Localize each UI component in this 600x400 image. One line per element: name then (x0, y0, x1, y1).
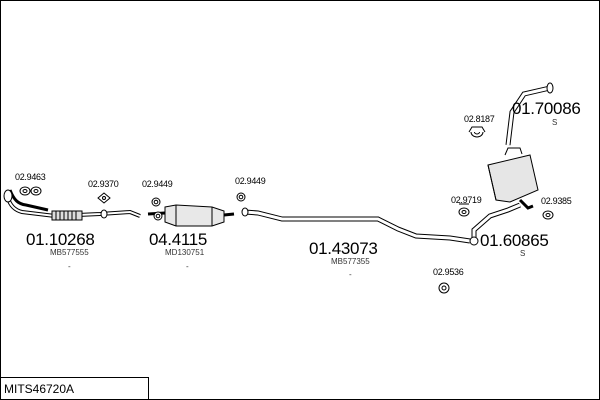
part-dash-front-pipe: - (68, 262, 71, 271)
accessory-02-9719-drawing (458, 203, 470, 217)
accessory-02-9449-a-drawing (151, 197, 163, 221)
accessory-02-9536-drawing (438, 236, 479, 294)
model-code-box: MITS46720A (0, 377, 149, 399)
part-ref-middle-pipe: MB577355 (331, 257, 370, 266)
part-number-middle-pipe: 01.43073 (309, 239, 378, 258)
accessory-label-02-9719: 02.9719 (451, 195, 482, 205)
part-ref-front-pipe: MB577555 (50, 248, 89, 257)
accessory-label-02-9536: 02.9536 (433, 267, 464, 277)
accessory-label-02-9449-b: 02.9449 (235, 176, 266, 186)
accessory-02-9449-b-drawing (236, 192, 246, 202)
catalytic-converter-drawing (147, 204, 235, 227)
accessory-02-9463-drawing (19, 186, 42, 196)
accessory-label-02-9449-a: 02.9449 (142, 179, 173, 189)
part-suffix-rear-muffler: S (520, 249, 526, 258)
accessory-label-02-9370: 02.9370 (88, 179, 119, 189)
model-code: MITS46720A (4, 382, 75, 396)
part-number-tail-pipe: 01.70086 (512, 99, 581, 118)
part-ref-catalytic-converter: MD130751 (165, 248, 205, 257)
part-number-rear-muffler: 01.60865 (480, 231, 549, 250)
accessory-02-9370-drawing (97, 192, 111, 204)
accessory-label-02-8187: 02.8187 (464, 114, 495, 124)
accessory-label-02-9463: 02.9463 (15, 172, 46, 182)
part-dash-catalytic-converter: - (186, 262, 189, 271)
part-dash-middle-pipe: - (349, 270, 352, 279)
part-number-front-pipe: 01.10268 (26, 230, 95, 249)
rear-muffler-drawing (471, 147, 539, 240)
middle-pipe-drawing (241, 207, 471, 244)
part-suffix-tail-pipe: S (552, 118, 558, 127)
part-number-catalytic-converter: 04.4115 (149, 230, 208, 249)
tail-pipe-drawing (505, 82, 554, 146)
accessory-label-02-9385: 02.9385 (541, 196, 572, 206)
front-pipe-drawing (3, 189, 141, 221)
accessory-02-8187-drawing (468, 126, 486, 138)
accessory-02-9385-drawing (542, 210, 554, 220)
